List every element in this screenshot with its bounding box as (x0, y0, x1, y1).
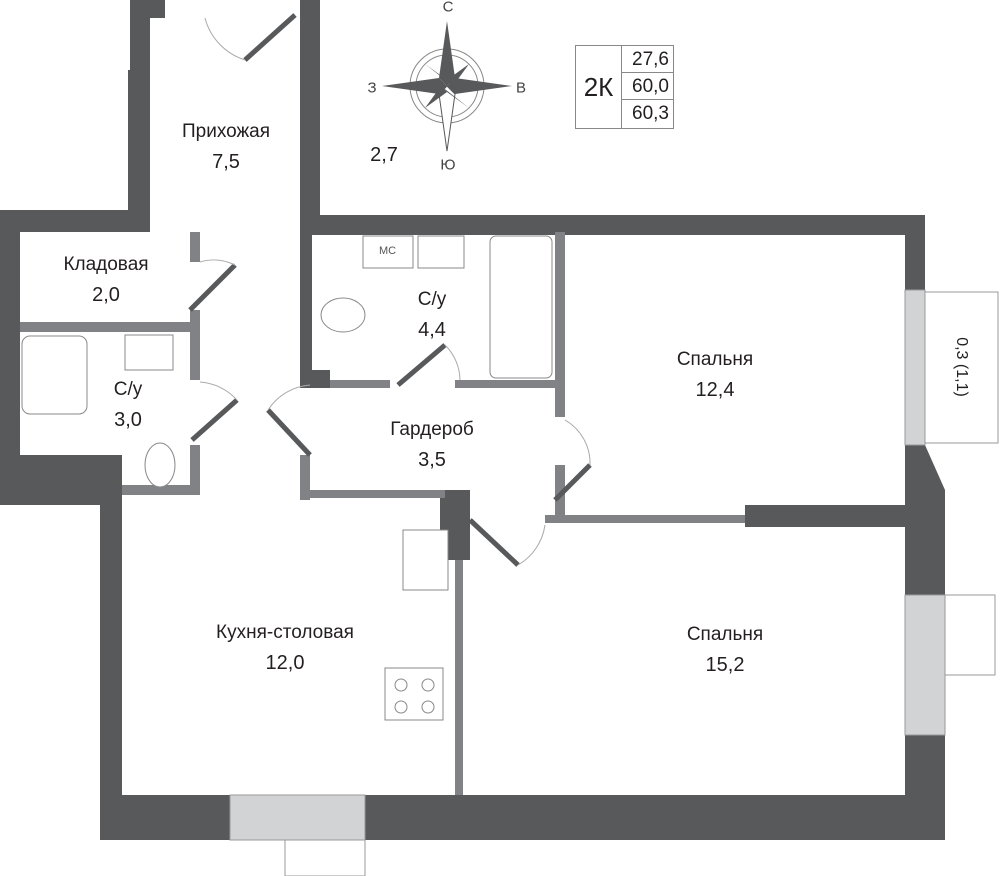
total-area: 60,0 (622, 73, 673, 100)
washing-machine-label: МС (379, 245, 397, 257)
living-area: 27,6 (622, 46, 673, 73)
total-area-with-balcony: 60,3 (632, 103, 669, 124)
doors (188, 13, 592, 567)
windows (229, 289, 946, 841)
ceiling-height: 2,7 (370, 144, 398, 166)
apartment-type: 2К (576, 46, 622, 128)
toilet (320, 297, 366, 333)
compass-rose-icon (382, 21, 512, 152)
balconies (284, 291, 999, 876)
exterior-walls (0, 0, 945, 840)
sink (124, 334, 174, 371)
compass-south: Ю (440, 156, 456, 174)
shower-tray (21, 335, 88, 415)
partitions (20, 232, 745, 795)
apartment-summary: 2К 27,6 60,0 60,3 (575, 45, 674, 129)
toilet (144, 442, 176, 488)
sink (417, 235, 465, 269)
kitchen-sink (402, 529, 449, 591)
balcony-area: 0,3 (1,1) (953, 337, 970, 397)
stove (384, 667, 444, 721)
door-arcs (199, 17, 591, 566)
compass-east: В (515, 79, 527, 97)
fixtures (21, 235, 553, 721)
compass-north: С (442, 0, 454, 16)
compass-west: З (367, 79, 377, 97)
bathtub (489, 235, 553, 379)
washing-machine (362, 235, 414, 269)
